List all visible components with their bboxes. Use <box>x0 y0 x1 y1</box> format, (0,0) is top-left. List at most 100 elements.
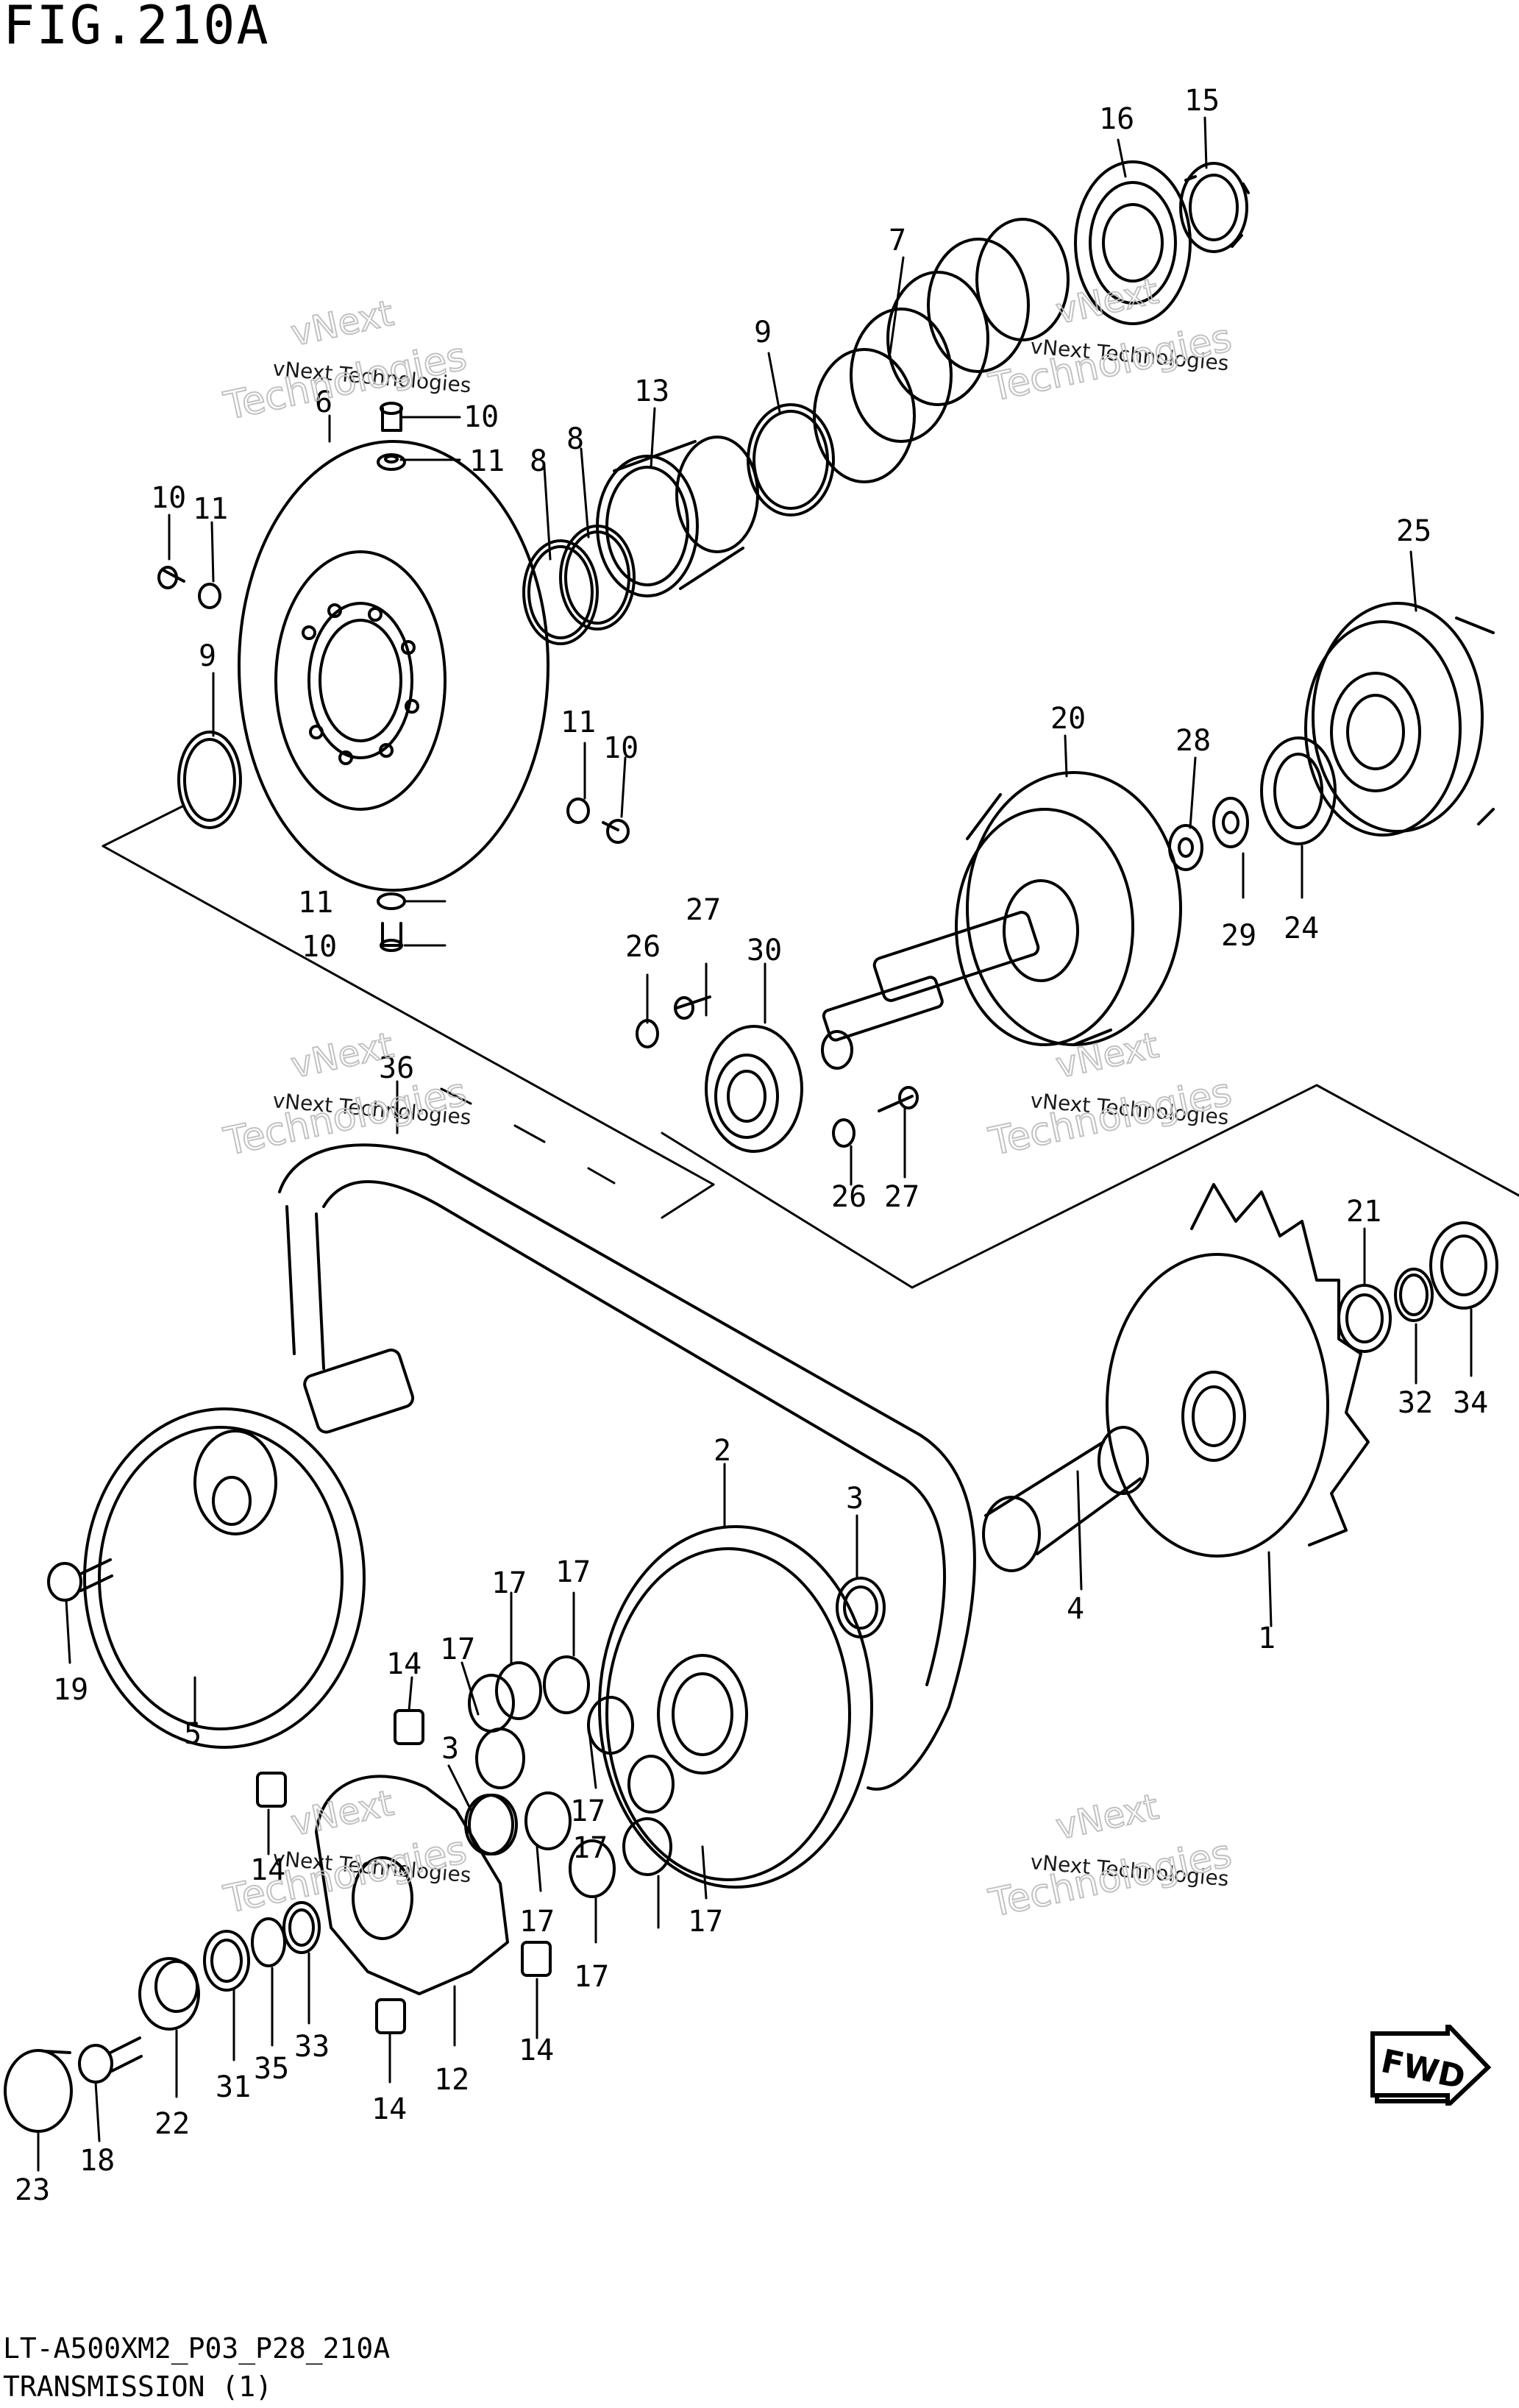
callout-part-21: 21 <box>1346 1195 1381 1229</box>
callout-part-23: 23 <box>15 2173 50 2207</box>
ring-part-8-a <box>522 539 599 645</box>
callout-part-8: 8 <box>530 444 547 478</box>
callout-part-3: 3 <box>441 1732 459 1766</box>
callout-part-10: 10 <box>302 930 337 964</box>
pin-part-10-lower <box>380 922 403 952</box>
secondary-clutch-housing-part-20 <box>821 771 1182 1070</box>
watermark-1-line3: Technologies <box>220 335 470 429</box>
callout-part-15: 15 <box>1184 84 1220 118</box>
callout-part-11: 11 <box>561 706 596 739</box>
figure-caption: TRANSMISSION (1) <box>3 2370 273 2403</box>
callout-part-14: 14 <box>519 2034 554 2067</box>
callout-part-10: 10 <box>603 731 638 765</box>
callout-part-9: 9 <box>754 316 772 349</box>
bushing-part-28 <box>1168 824 1203 871</box>
callout-part-17: 17 <box>519 1905 555 1939</box>
callout-part-6: 6 <box>315 386 332 419</box>
ramp-plate-part-12 <box>315 1775 509 1995</box>
callout-part-8: 8 <box>566 422 584 456</box>
weight-roller-group-part-17 <box>468 1655 675 1898</box>
nut-part-22 <box>138 1957 200 2031</box>
slider-part-14-c <box>521 1941 552 1977</box>
leader-lines <box>37 116 1473 2172</box>
o-ring-part-32 <box>1394 1268 1434 1322</box>
watermark-4-line2: vNext <box>1053 1025 1162 1087</box>
callout-part-9: 9 <box>199 639 216 673</box>
callout-part-11: 11 <box>193 492 228 526</box>
callout-part-17: 17 <box>440 1633 475 1666</box>
driven-face-part-5 <box>83 1348 415 1749</box>
drive-belt-part-36 <box>278 1143 976 1791</box>
callout-part-33: 33 <box>294 2030 330 2064</box>
movable-drive-face-part-6 <box>238 440 549 892</box>
bolt-part-18 <box>78 2036 143 2084</box>
callout-part-16: 16 <box>1099 102 1134 136</box>
washer-part-26-b <box>832 1118 855 1148</box>
spacer-part-13 <box>596 436 759 597</box>
bushing-part-3-right <box>836 1577 886 1638</box>
callout-part-17: 17 <box>570 1794 605 1828</box>
o-ring-part-35 <box>251 1917 286 1967</box>
o-ring-part-9-left <box>177 731 242 829</box>
callout-part-32: 32 <box>1398 1386 1433 1420</box>
callout-part-25: 25 <box>1396 514 1431 548</box>
screw-part-27-a <box>674 995 711 1020</box>
callout-part-24: 24 <box>1284 912 1319 945</box>
callout-part-31: 31 <box>216 2070 251 2104</box>
bearing-part-30 <box>705 1025 803 1153</box>
callout-part-19: 19 <box>53 1673 88 1707</box>
callout-part-27: 27 <box>884 1180 919 1214</box>
watermark-6-line3: Technologies <box>985 1832 1235 1926</box>
washer-part-11-left <box>198 583 221 609</box>
fixed-drive-face-part-1 <box>1106 1183 1370 1558</box>
callout-part-4: 4 <box>1067 1592 1084 1626</box>
callout-part-20: 20 <box>1050 702 1086 736</box>
watermark-1-line2: vNext <box>288 293 397 355</box>
figure-title: FIG.210A <box>3 0 270 56</box>
callout-part-17: 17 <box>491 1566 527 1600</box>
cap-part-23 <box>4 2049 73 2133</box>
callout-part-5: 5 <box>184 1717 202 1751</box>
callout-part-7: 7 <box>889 224 906 258</box>
slider-part-14-a <box>394 1709 424 1745</box>
callout-part-30: 30 <box>747 934 782 967</box>
assembly-frame-lines <box>102 804 1519 1289</box>
spacer-part-31 <box>203 1930 250 1992</box>
pin-part-10-upper <box>380 402 403 432</box>
watermark-6-line2: vNext <box>1053 1786 1162 1848</box>
callout-part-14: 14 <box>250 1853 285 1887</box>
forward-direction-arrow-icon: FWD <box>1370 2025 1492 2106</box>
callout-part-36: 36 <box>379 1051 414 1085</box>
callout-part-18: 18 <box>79 2144 115 2178</box>
callout-part-29: 29 <box>1221 919 1256 953</box>
bolt-part-19 <box>47 1558 113 1602</box>
washer-part-29 <box>1212 797 1249 848</box>
callout-part-3: 3 <box>846 1482 864 1516</box>
oil-seal-part-21 <box>1337 1284 1392 1353</box>
model-code: LT-A500XM2_P03_P28_210A <box>3 2332 391 2365</box>
callout-part-34: 34 <box>1453 1386 1488 1420</box>
spring-part-7 <box>813 218 1070 483</box>
callout-part-11: 11 <box>469 444 505 478</box>
watermark-5-line2: vNext <box>288 1783 397 1844</box>
callout-part-14: 14 <box>371 2092 407 2126</box>
washer-part-26-a <box>636 1019 659 1048</box>
bushing-part-3-left <box>464 1794 514 1855</box>
callout-part-14: 14 <box>386 1647 421 1681</box>
o-ring-part-9-upper <box>747 403 835 516</box>
washer-part-11-upper <box>377 453 406 471</box>
holder-plate-part-16 <box>1074 160 1192 325</box>
callout-part-1: 1 <box>1258 1622 1276 1655</box>
callout-part-12: 12 <box>434 2063 469 2097</box>
watermark-4-line3: Technologies <box>985 1070 1235 1165</box>
callout-part-11: 11 <box>298 886 333 920</box>
oil-seal-part-34 <box>1429 1221 1498 1310</box>
callout-part-22: 22 <box>154 2107 190 2141</box>
callout-part-17: 17 <box>572 1831 608 1865</box>
clutch-shoe-assembly-part-25 <box>1304 602 1495 837</box>
nut-part-15 <box>1179 162 1250 253</box>
sleeve-part-4 <box>982 1426 1149 1572</box>
washer-part-11-lower <box>377 892 406 910</box>
pin-part-10-right <box>602 819 630 844</box>
callout-part-17: 17 <box>688 1905 723 1939</box>
